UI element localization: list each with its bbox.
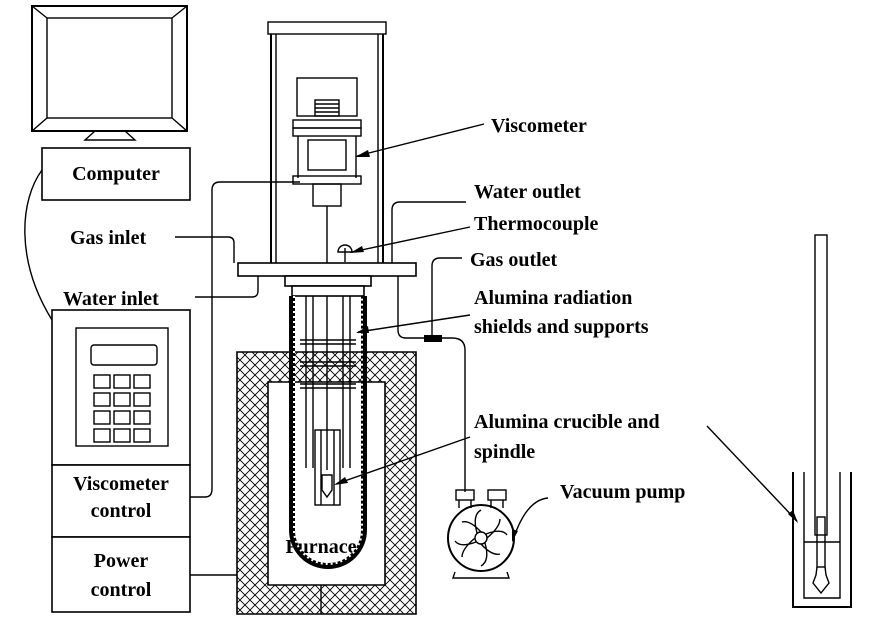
- spindle-detail: [792, 234, 852, 608]
- water-outlet-pipe: [391, 201, 466, 263]
- gas-outlet-leader: [431, 257, 462, 338]
- viscometer-head: [292, 77, 362, 263]
- water-outlet-label: Water outlet: [474, 181, 581, 203]
- gas-outlet-valve: [424, 335, 442, 342]
- viscometer-label: Viscometer: [491, 115, 587, 137]
- thermocouple: [337, 244, 353, 262]
- viscometer-controller: [51, 309, 191, 466]
- water-inlet-pipe: [195, 276, 259, 298]
- vacuum-pump-label: Vacuum pump: [560, 481, 685, 503]
- computer-cable: [24, 169, 53, 321]
- arrowheads: [334, 150, 798, 542]
- water-inlet-label: Water inlet: [63, 288, 159, 310]
- power-control-label-1: Power: [94, 550, 149, 572]
- keypad: [93, 374, 151, 443]
- alumina-crucible-label-2: spindle: [474, 441, 535, 463]
- vacuum-pump: [447, 489, 515, 579]
- alumina-tube: [289, 296, 367, 569]
- power-control-box: Power control: [51, 536, 191, 613]
- viscometer-frame: [267, 21, 387, 263]
- thermocouple-label: Thermocouple: [474, 213, 599, 235]
- alumina-shields-label-2: shields and supports: [474, 316, 649, 338]
- gas-inlet-label: Gas inlet: [70, 227, 146, 249]
- gas-inlet-pipe: [175, 236, 235, 263]
- flange-plate: [237, 262, 417, 297]
- power-control-label-2: control: [91, 579, 152, 601]
- viscometer-cable: [190, 181, 300, 498]
- computer-label: Computer: [72, 163, 160, 185]
- viscometer-control-box: Viscometer control: [51, 464, 191, 538]
- viscometer-control-label-1: Viscometer: [73, 473, 169, 495]
- alumina-shields-label-1: Alumina radiation: [474, 287, 632, 309]
- viscometer-control-label-2: control: [91, 500, 152, 522]
- alumina-crucible-label-1: Alumina crucible and: [474, 411, 660, 433]
- gas-outlet-label: Gas outlet: [470, 249, 558, 271]
- computer-box: Computer: [41, 147, 191, 201]
- computer-monitor: [31, 5, 188, 141]
